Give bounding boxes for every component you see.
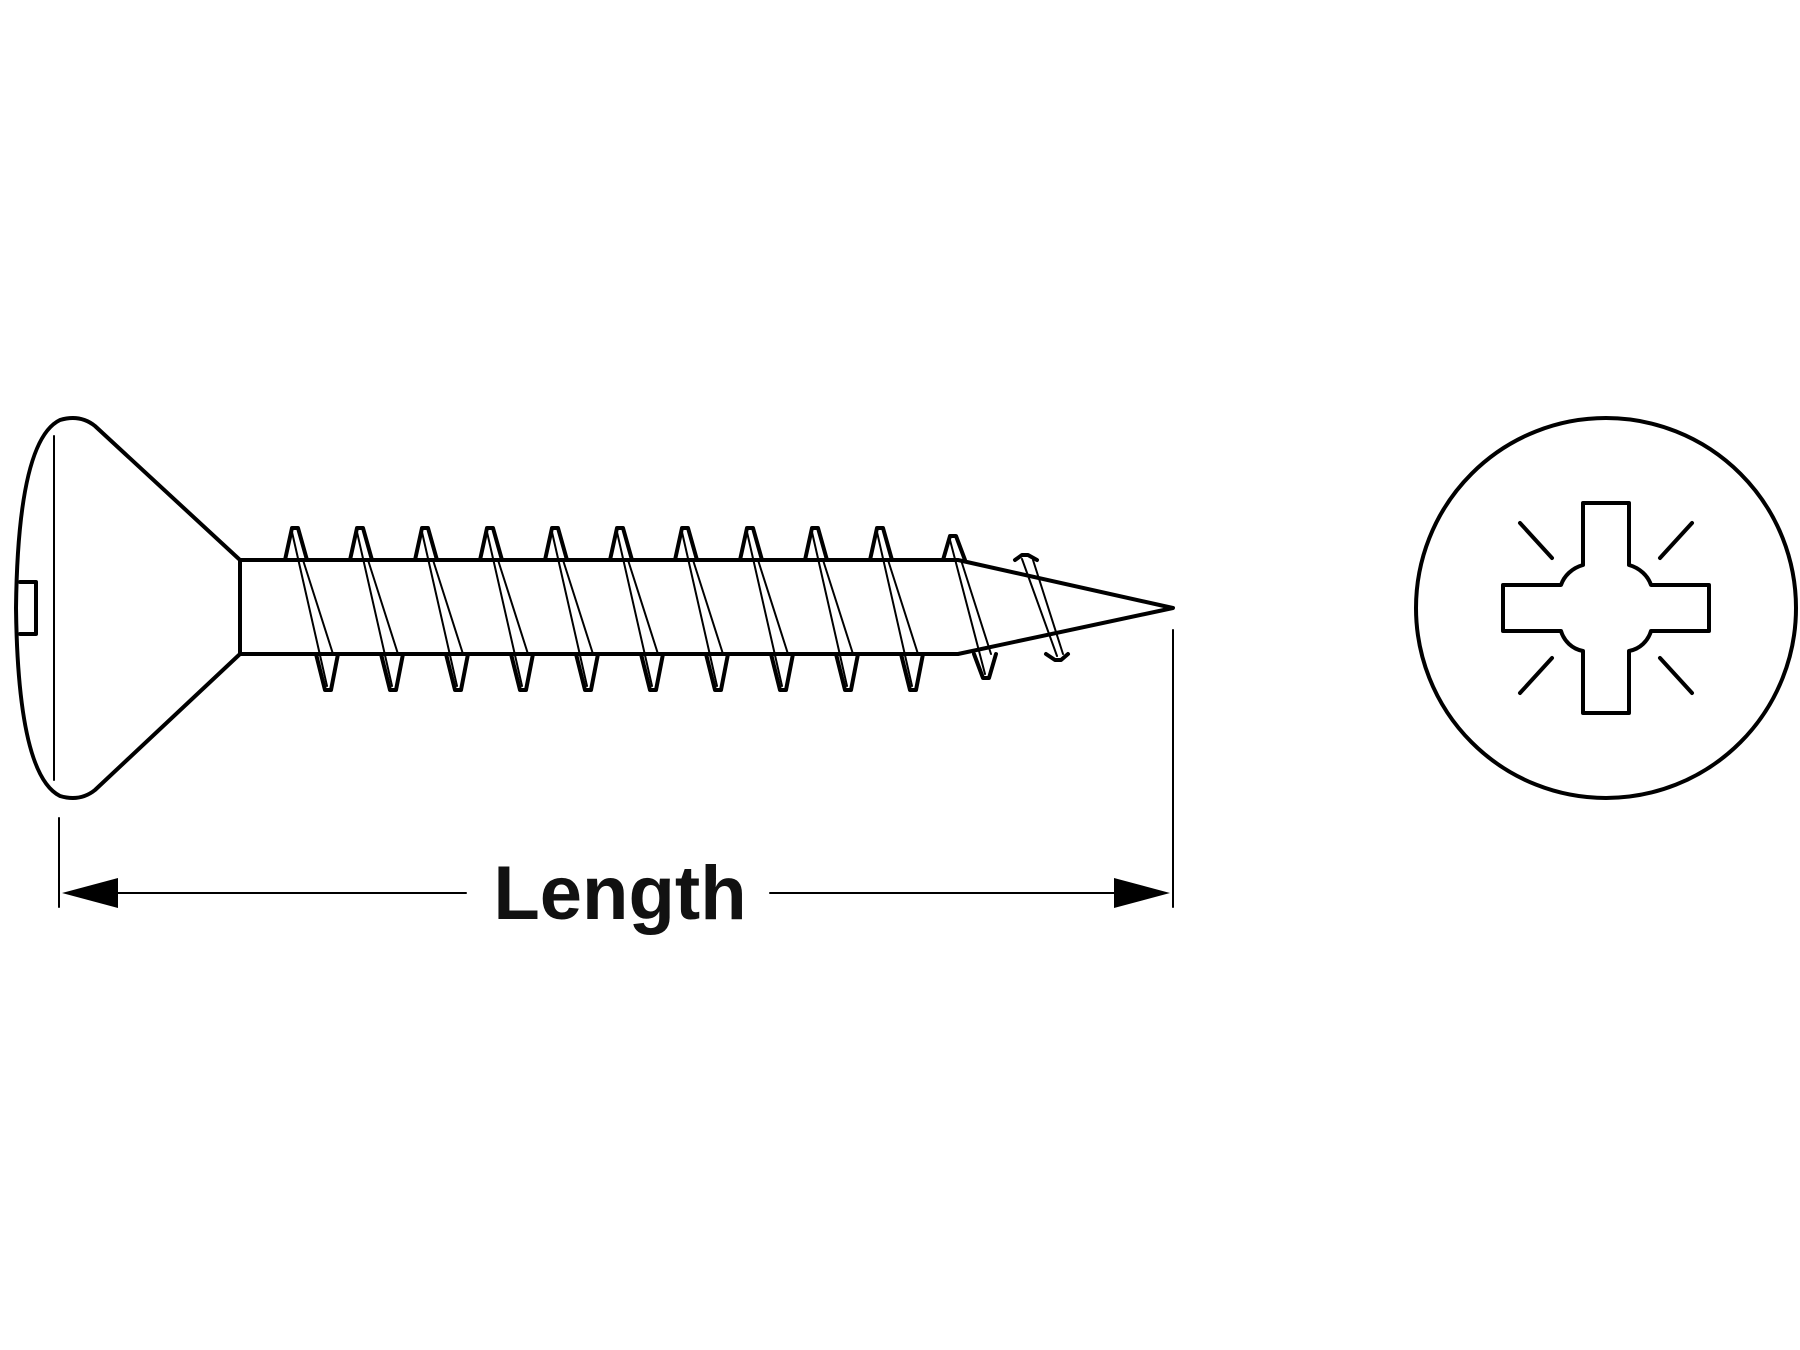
thread-crest-top (941, 534, 967, 562)
thread-crest-bottom (834, 652, 860, 692)
thread-crest-top (283, 526, 309, 562)
thread-crest-top (608, 526, 634, 562)
thread-flank (681, 531, 724, 687)
thread-flank (486, 531, 529, 687)
head-outline-circle (1414, 416, 1798, 800)
arrowhead-left (62, 878, 118, 908)
screw-side-view (14, 416, 1175, 800)
thread-flank (876, 531, 919, 687)
thread-crest-top (348, 526, 374, 562)
thread-crest-top (803, 526, 829, 562)
thread-crest-top (673, 526, 699, 562)
thread-crest-bottom (444, 652, 470, 692)
screw-threads (283, 526, 1070, 692)
arrowhead-right (1114, 878, 1170, 908)
screw-head-top-view (1414, 416, 1798, 800)
thread-flank (421, 531, 464, 687)
thread-crest-top (868, 526, 894, 562)
thread-crest-bottom (1044, 652, 1070, 662)
thread-flank (1021, 558, 1064, 657)
thread-flank (291, 531, 334, 687)
thread-flank (616, 531, 659, 687)
pozidriv-ticks (1518, 521, 1694, 695)
thread-crest-bottom (574, 652, 600, 692)
length-label: Length (493, 851, 746, 936)
screw-shank (238, 558, 1175, 656)
thread-crest-bottom (972, 652, 998, 680)
thread-crest-top (478, 526, 504, 562)
screw-head (14, 416, 242, 800)
thread-flank (746, 531, 789, 687)
thread-flank (356, 531, 399, 687)
thread-flank (551, 531, 594, 687)
thread-crest-top (543, 526, 569, 562)
thread-crest-bottom (704, 652, 730, 692)
thread-crest-bottom (509, 652, 535, 692)
thread-crest-bottom (379, 652, 405, 692)
thread-crest-top (413, 526, 439, 562)
thread-crest-bottom (314, 652, 340, 692)
length-dimension: Length (58, 629, 1174, 936)
thread-crest-bottom (639, 652, 665, 692)
thread-crest-bottom (769, 652, 795, 692)
thread-crest-top (738, 526, 764, 562)
thread-crest-top (1013, 553, 1039, 562)
thread-crest-bottom (899, 652, 925, 692)
thread-flank (811, 531, 854, 687)
thread-flank (949, 539, 992, 675)
cross-recess (1501, 501, 1711, 715)
